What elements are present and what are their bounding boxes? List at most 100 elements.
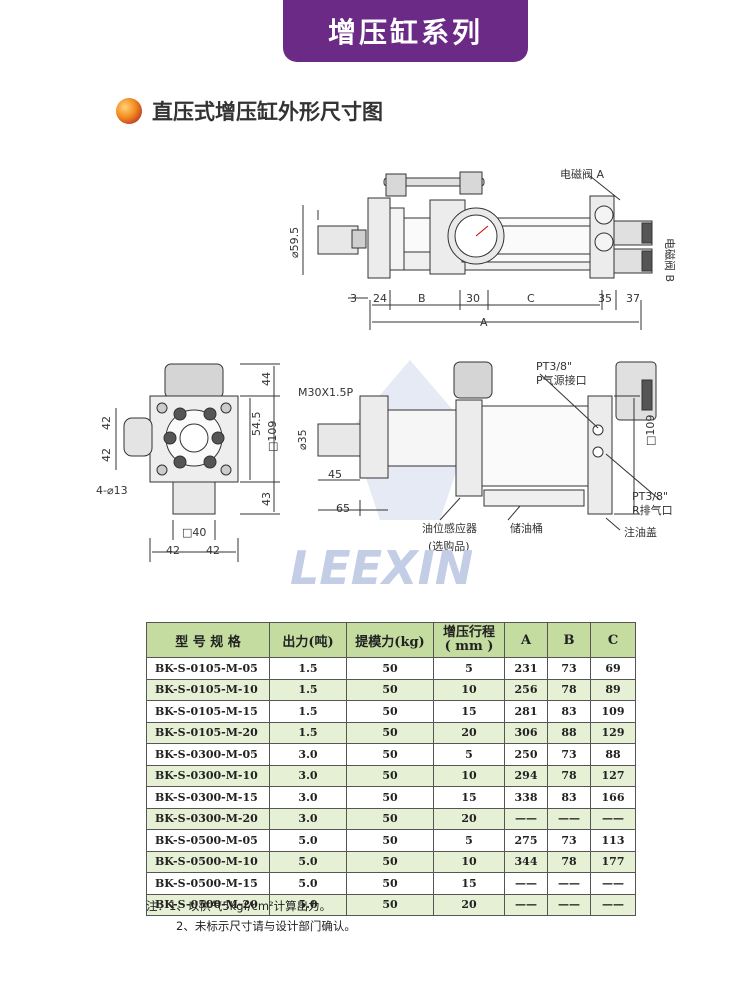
table-cell: 1.5 [269,721,347,744]
table-cell: 338 [504,786,548,809]
table-cell: 5.0 [269,872,347,895]
table-cell: BK-S-0300-M-15 [146,786,270,809]
dim-front-43: 43 [260,492,273,506]
dim-front-42b: 42 [100,448,113,462]
table-cell: 5.0 [269,850,347,873]
table-cell: 50 [346,807,434,830]
table-cell: 177 [590,850,636,873]
table-cell: 20 [433,893,505,916]
label-port-p: P气源接口 [536,373,587,387]
label-port-r: R排气口 [632,503,673,517]
table-cell: 50 [346,786,434,809]
table-cell: 50 [346,721,434,744]
table-cell: 109 [590,700,636,723]
table-cell: 69 [590,657,636,680]
label-port-r-thread: PT3/8" [632,490,668,503]
table-cell: 15 [433,872,505,895]
table-cell: 50 [346,764,434,787]
table-cell: BK-S-0105-M-05 [146,657,270,680]
table-cell: 3.0 [269,786,347,809]
table-cell: 127 [590,764,636,787]
table-cell: BK-S-0500-M-20 [146,893,270,916]
dim-24: 24 [373,292,387,305]
dim-35: 35 [598,292,612,305]
table-cell: 50 [346,743,434,766]
banner-title: 增压缸系列 [327,16,483,49]
watermark-leexin: LEEXIN [290,541,473,595]
col-header-a: A [504,622,548,658]
table-cell: —— [547,872,591,895]
dim-front-54-5: 54.5 [250,412,263,437]
table-cell: 129 [590,721,636,744]
table-cell: 5.0 [269,893,347,916]
col-header-stroke-line1: 增压行程 [442,625,495,640]
col-header-stroke: 增压行程 ( mm ) [433,622,505,658]
table-cell: BK-S-0300-M-20 [146,807,270,830]
table-cell: 89 [590,678,636,701]
label-oil-sensor: 油位感应器 [422,521,477,535]
table-cell: 10 [433,850,505,873]
section-heading: 直压式增压缸外形尺寸图 [116,96,383,126]
table-cell: 10 [433,678,505,701]
table-cell: —— [547,893,591,916]
col-header-c: C [590,622,636,658]
table-cell: 5.0 [269,829,347,852]
table-cell: 1.5 [269,657,347,680]
table-cell: 5 [433,657,505,680]
col-header-output: 出力(吨) [269,622,347,658]
dim-45: 45 [328,468,342,481]
table-cell: BK-S-0105-M-15 [146,700,270,723]
table-cell: 15 [433,700,505,723]
label-oil-cap: 注油盖 [624,525,657,539]
table-cell: 250 [504,743,548,766]
table-cell: 73 [547,829,591,852]
col-header-stroke-line2: ( mm ) [444,639,494,654]
table-cell: 306 [504,721,548,744]
table-cell: 83 [547,786,591,809]
dim-front-42a: 42 [100,416,113,430]
table-cell: 294 [504,764,548,787]
table-cell: 231 [504,657,548,680]
orange-bullet-icon [116,98,142,124]
dim-bottom-42a: 42 [166,544,180,557]
label-oil-sensor-optional: (选购品) [428,539,470,553]
table-cell: 83 [547,700,591,723]
table-cell: 50 [346,829,434,852]
dim-dia-35: ⌀35 [296,429,309,450]
table-cell: BK-S-0300-M-10 [146,764,270,787]
col-header-lift-force: 提模力(kg) [346,622,434,658]
label-oil-tank: 储油桶 [510,521,543,535]
dim-b: B [418,292,426,305]
table-cell: —— [504,807,548,830]
dim-37: 37 [626,292,640,305]
label-port-p-thread: PT3/8" [536,360,572,373]
table-cell: 256 [504,678,548,701]
table-cell: —— [590,893,636,916]
table-cell: 281 [504,700,548,723]
notes: 注：1、以供气5kgf/cm²计算出力。 2、未标示尺寸请与设计部门确认。 [146,896,356,936]
table-cell: 50 [346,850,434,873]
side-view-drawing [317,360,661,531]
table-cell: 113 [590,829,636,852]
dim-thread-m30: M30X1.5P [298,386,354,399]
dimension-drawings: 电磁阀 A 电磁阀 B ⌀59.5 3 24 B 30 C 35 37 A 42… [96,167,677,595]
table-cell: —— [590,807,636,830]
table-cell: 275 [504,829,548,852]
label-valve-b: 电磁阀 B [663,238,677,282]
note-1: 注：1、以供气5kgf/cm²计算出力。 [146,899,332,913]
col-header-model: 型 号 规 格 [146,622,270,658]
table-cell: 166 [590,786,636,809]
table-cell: 50 [346,657,434,680]
dim-front-square-109: □109 [266,421,279,452]
table-cell: —— [590,872,636,895]
table-cell: 5 [433,829,505,852]
table-cell: BK-S-0500-M-05 [146,829,270,852]
